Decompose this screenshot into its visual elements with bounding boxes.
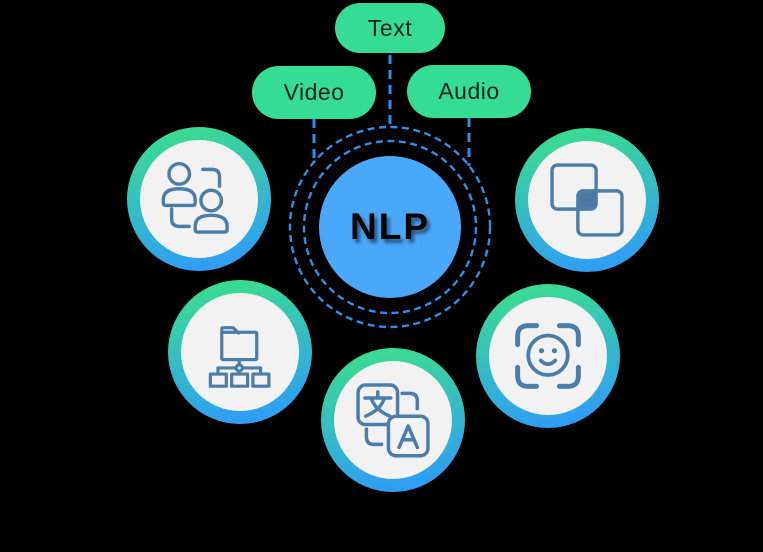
node-face-scan	[476, 284, 620, 428]
inner-dashed-ring	[302, 139, 478, 315]
nlp-label: NLP	[350, 206, 430, 247]
translate-icon	[356, 383, 430, 458]
input-pill-text: Text	[335, 3, 445, 53]
node-face-scan-inner	[489, 297, 607, 415]
input-pill-video-label: Video	[283, 79, 345, 105]
node-users-exchange-inner	[140, 140, 258, 258]
node-users-exchange	[127, 127, 271, 271]
overlap-squares-icon	[550, 163, 624, 237]
face-scan-icon	[515, 323, 581, 389]
outer-dashed-ring	[288, 125, 492, 329]
users-exchange-icon	[161, 161, 229, 234]
node-translate-inner	[334, 361, 452, 479]
input-pill-audio: Audio	[407, 65, 531, 118]
node-translate	[321, 348, 465, 492]
input-pill-text-label: Text	[367, 14, 413, 41]
input-pill-video: Video	[252, 66, 376, 119]
nlp-center-node: NLP	[319, 156, 461, 298]
node-overlap-squares	[515, 128, 659, 272]
node-folder-tree	[168, 280, 312, 424]
input-pill-audio-label: Audio	[438, 78, 500, 104]
node-overlap-squares-inner	[528, 141, 646, 259]
folder-tree-icon	[208, 326, 271, 388]
node-folder-tree-inner	[181, 293, 299, 411]
